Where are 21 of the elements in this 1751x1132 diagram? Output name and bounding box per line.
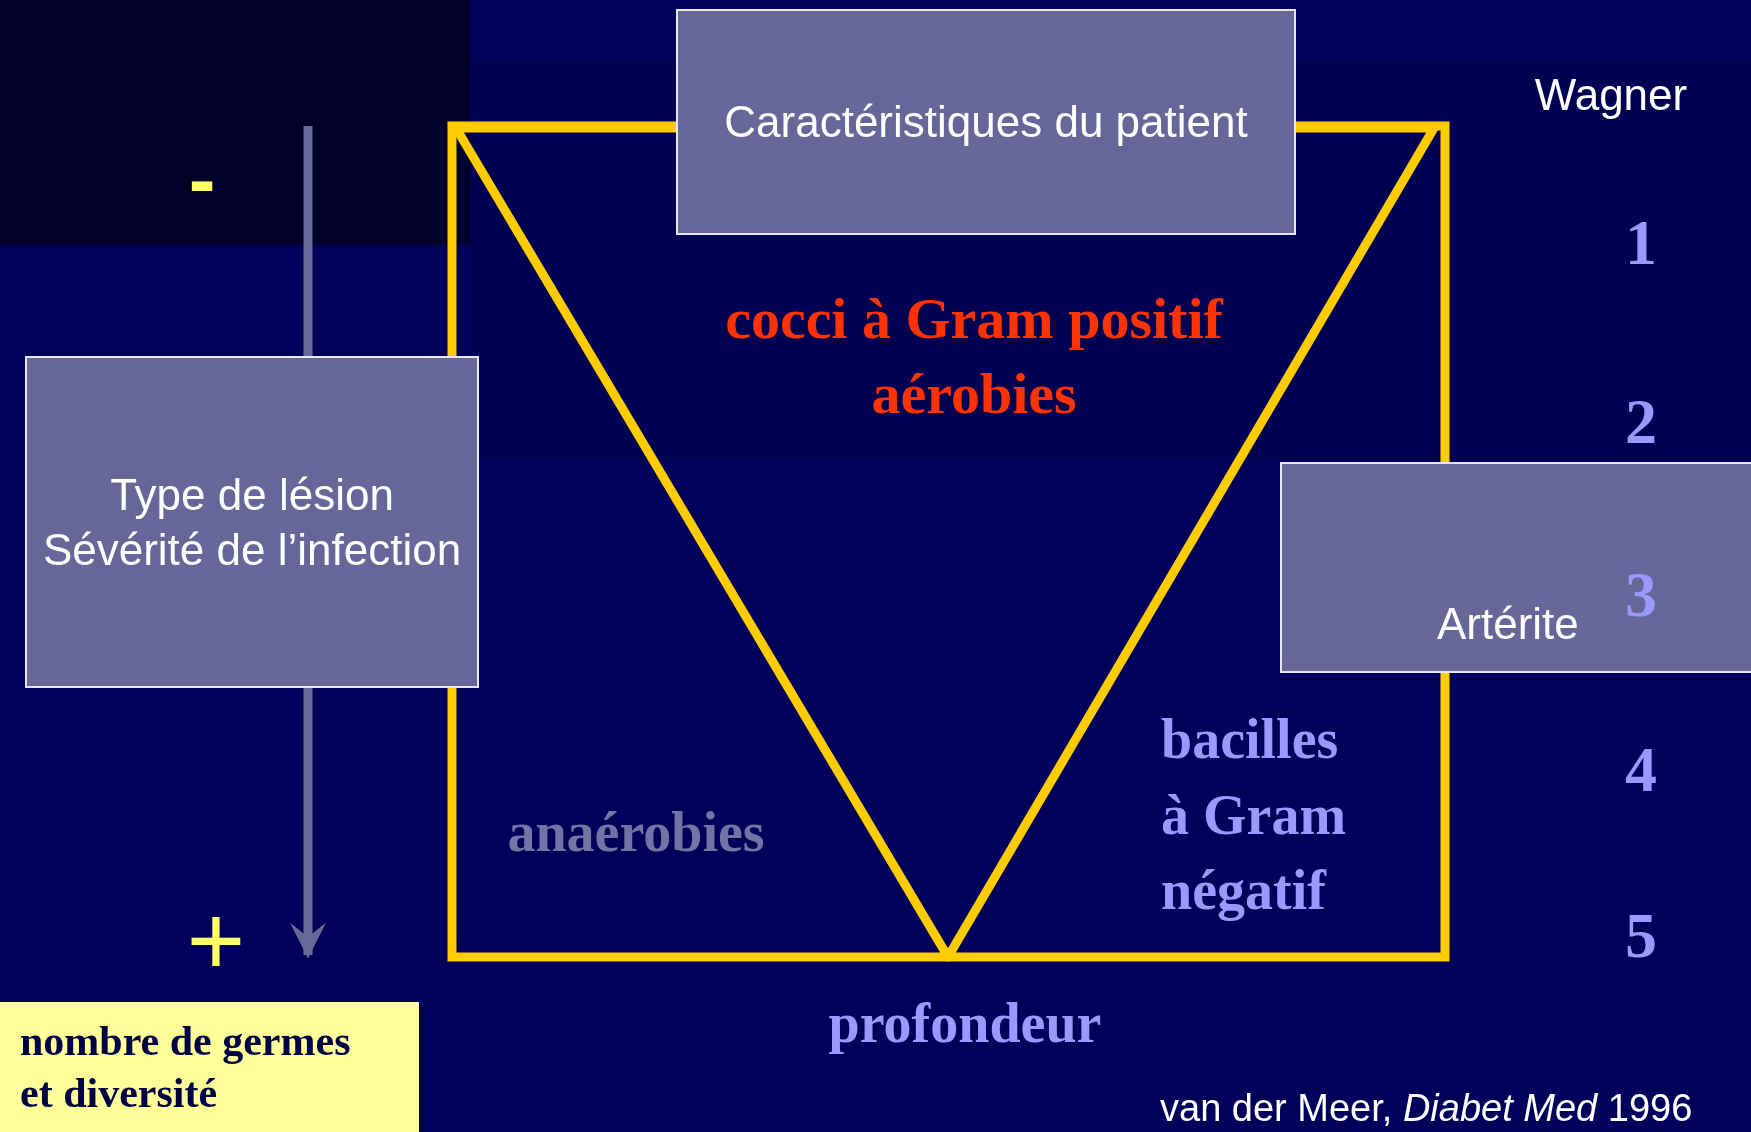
- grade-number: 4: [1625, 738, 1657, 802]
- box-text: Sévérité de l’infection: [42, 524, 462, 576]
- box-text: Caractéristiques du patient: [724, 97, 1248, 147]
- box-text: Type de lésion: [110, 469, 394, 521]
- scale-heading: Wagner: [1534, 73, 1688, 117]
- citation: van der Meer, Diabet Med 1996: [1160, 1089, 1693, 1127]
- bacteria-label: bacilles à Gram négatif: [1161, 706, 1348, 923]
- box-text: nombre de germes et diversité: [20, 1016, 352, 1118]
- label-box: [1280, 462, 1751, 673]
- note-box: [0, 1002, 419, 1132]
- label-box: [676, 9, 1296, 235]
- grade-number: 1: [1625, 211, 1657, 275]
- label-box: [25, 356, 479, 688]
- box-text: Artérite: [1437, 599, 1579, 649]
- minus-sign: -: [188, 140, 216, 220]
- grade-number: 2: [1625, 390, 1657, 454]
- bacteria-label: anaérobies: [507, 804, 765, 860]
- plus-sign: +: [186, 890, 246, 990]
- grade-number: 5: [1625, 904, 1657, 968]
- bacteria-label: cocci à Gram positif aérobies: [724, 284, 1225, 428]
- grade-number: 3: [1625, 563, 1657, 627]
